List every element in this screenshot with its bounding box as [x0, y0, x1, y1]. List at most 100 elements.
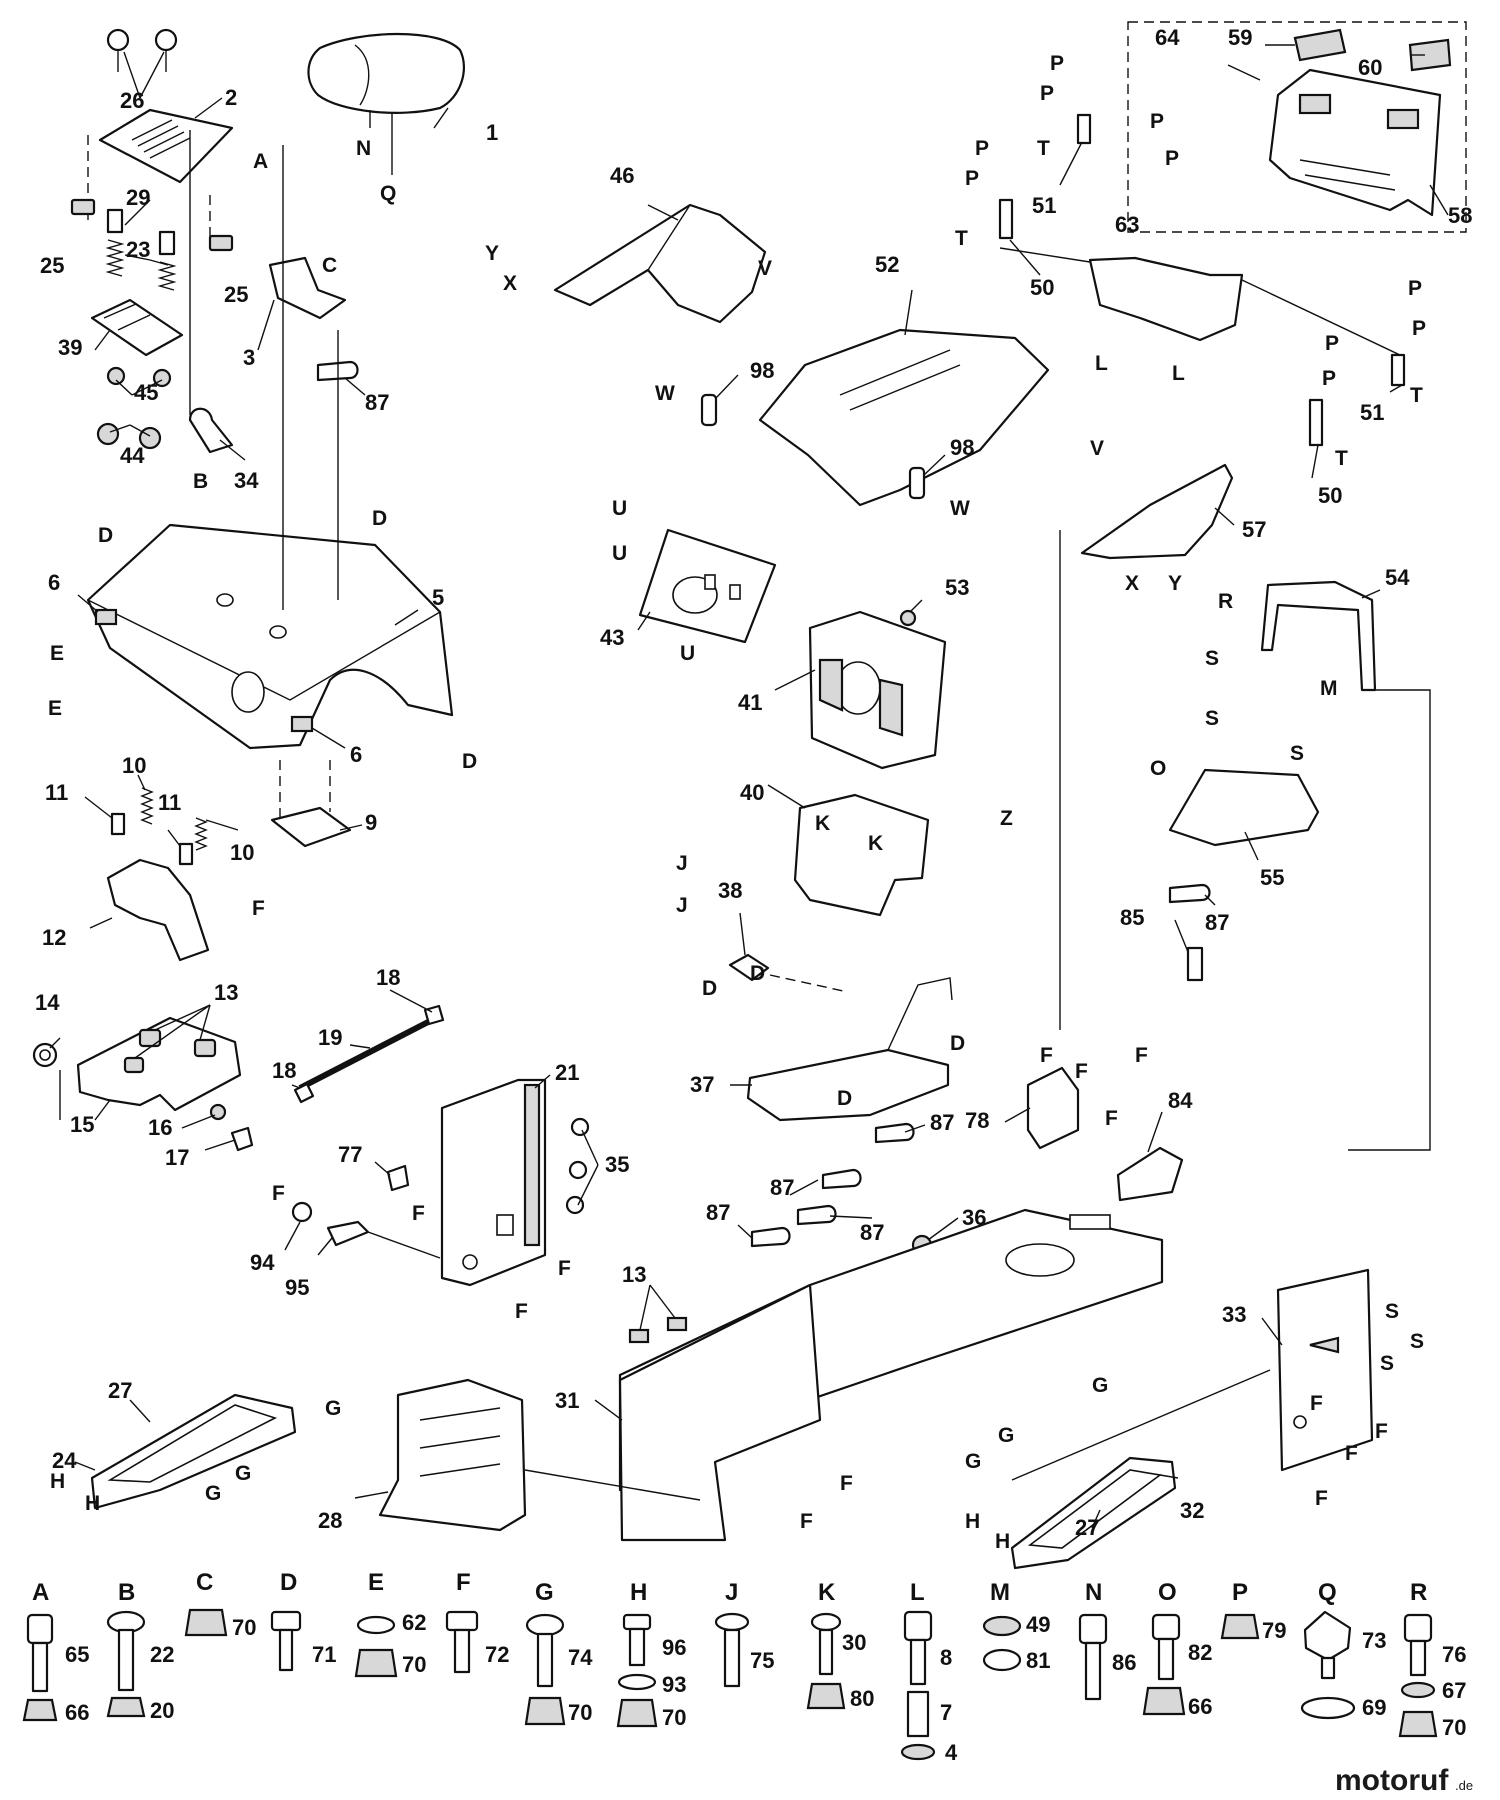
ref-letter: R: [1218, 590, 1233, 613]
key-part: 81: [1026, 1648, 1050, 1673]
ref-letter: Q: [380, 182, 396, 205]
part-label: 5: [432, 585, 444, 610]
key-letter: J: [725, 1579, 738, 1606]
part-87-hinge-mid: [1168, 883, 1211, 904]
part-37-dash-mount: [746, 1048, 950, 1122]
part-23-springs: [105, 208, 177, 291]
part-label: 78: [965, 1108, 989, 1133]
ref-letter: D: [837, 1087, 852, 1110]
ref-letter: G: [1092, 1374, 1108, 1397]
key-part: 74: [568, 1645, 593, 1670]
ref-letter: K: [815, 812, 830, 835]
part-label: 60: [1358, 55, 1382, 80]
part-87-hinge-d: [750, 1226, 791, 1248]
key-letter: C: [196, 1569, 213, 1596]
ref-letter: F: [1040, 1044, 1053, 1067]
part-label: 98: [750, 358, 774, 383]
part-label: 84: [1168, 1088, 1193, 1113]
part-label: 16: [148, 1115, 172, 1140]
ref-letter: D: [98, 524, 113, 547]
ref-letter: F: [840, 1472, 853, 1495]
part-label: 39: [58, 335, 82, 360]
part-label: 17: [165, 1145, 189, 1170]
part-label: 31: [555, 1388, 579, 1413]
part-78-bracket: [1026, 1066, 1080, 1150]
part-38-clip: [728, 953, 770, 982]
ref-letter: P: [1165, 147, 1179, 170]
ref-letter: S: [1380, 1352, 1394, 1375]
part-label: 43: [600, 625, 624, 650]
key-part: 82: [1188, 1640, 1212, 1665]
part-1-seat-cushion: [307, 32, 465, 114]
ref-letter: P: [975, 137, 989, 160]
watermark-text: motoruf: [1335, 1764, 1449, 1797]
part-label: 50: [1318, 483, 1342, 508]
part-label: 87: [706, 1200, 730, 1225]
part-label: 87: [1205, 910, 1229, 935]
key-letter: D: [280, 1569, 297, 1596]
key-letter: O: [1158, 1579, 1177, 1606]
part-label: 13: [622, 1262, 646, 1287]
part-25-clip-left: [70, 198, 96, 216]
part-85-spacer: [1186, 946, 1204, 982]
ref-letter: U: [612, 542, 627, 565]
ref-letter: D: [950, 1032, 965, 1055]
part-label: 95: [285, 1275, 309, 1300]
key-part: 20: [150, 1698, 174, 1723]
ref-letter: E: [50, 642, 64, 665]
part-label: 53: [945, 575, 969, 600]
key-letter: E: [368, 1569, 384, 1596]
part-40-lower-dash: [793, 793, 930, 917]
part-label: 27: [1075, 1515, 1099, 1540]
part-label: 1: [486, 120, 498, 145]
ref-letter: F: [252, 897, 265, 920]
key-part: 66: [1188, 1694, 1212, 1719]
key-part: 30: [842, 1630, 866, 1655]
ref-letter: P: [1325, 332, 1339, 355]
part-label: 98: [950, 435, 974, 460]
part-label: 63: [1115, 212, 1139, 237]
ref-letter: S: [1385, 1300, 1399, 1323]
ref-letter: F: [1105, 1107, 1118, 1130]
ref-letter: U: [680, 642, 695, 665]
ref-letter: J: [676, 894, 688, 917]
part-label: 52: [875, 252, 899, 277]
part-label: 25: [224, 282, 248, 307]
part-label: 37: [690, 1072, 714, 1097]
part-95-lever-arm: [326, 1220, 370, 1247]
part-label: 58: [1448, 203, 1472, 228]
part-label: 77: [338, 1142, 362, 1167]
ref-letter: T: [1335, 447, 1348, 470]
part-label: 87: [770, 1175, 794, 1200]
ref-letter: D: [702, 977, 717, 1000]
part-26-bolts: [106, 28, 178, 72]
key-part: 73: [1362, 1628, 1386, 1653]
part-label: 32: [1180, 1498, 1204, 1523]
part-84-bracket: [1116, 1146, 1184, 1202]
key-part: 70: [662, 1705, 686, 1730]
ref-letter: Z: [1000, 807, 1013, 830]
part-33-side-plate: [1276, 1268, 1374, 1472]
ref-letter: V: [1090, 437, 1104, 460]
ref-letter: F: [1310, 1392, 1323, 1415]
part-label: 87: [860, 1220, 884, 1245]
leader-lines: [49, 44, 1449, 1529]
part-87-hinge-b: [821, 1168, 862, 1190]
ref-letter: F: [1375, 1420, 1388, 1443]
part-9-plate: [270, 806, 352, 848]
key-part: 4: [945, 1740, 958, 1765]
part-label: 6: [48, 570, 60, 595]
part-label: 57: [1242, 517, 1266, 542]
ref-letter: G: [965, 1450, 981, 1473]
part-label: 19: [318, 1025, 342, 1050]
ref-letter: S: [1410, 1330, 1424, 1353]
part-77-clip: [386, 1164, 410, 1192]
ref-letter: H: [50, 1470, 65, 1493]
ref-letter: F: [1135, 1044, 1148, 1067]
ref-letter: B: [193, 470, 208, 493]
ref-letter: P: [1412, 317, 1426, 340]
ref-letter: P: [965, 167, 979, 190]
part-2-seat-plate: [98, 108, 234, 184]
ref-letter: P: [1150, 110, 1164, 133]
reference-letter-labels: A N Q B C Y X V W W P P P P T P P T L L …: [48, 52, 1426, 1553]
